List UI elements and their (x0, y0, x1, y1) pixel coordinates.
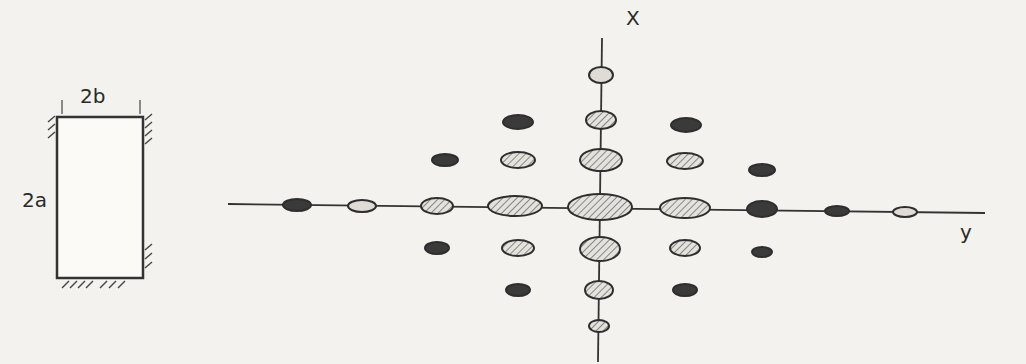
diffraction-spot (660, 198, 710, 218)
hatch-stroke (145, 262, 152, 268)
aperture-rect (57, 117, 143, 278)
diffraction-spot (488, 196, 542, 216)
diffraction-spot (283, 199, 311, 211)
diffraction-spot (580, 237, 620, 261)
hatch-stroke (145, 114, 152, 120)
diffraction-spot (506, 284, 530, 296)
hatch-stroke (145, 244, 152, 250)
hatch-stroke (62, 281, 69, 288)
diffraction-spot (747, 201, 777, 217)
diffraction-spots (283, 67, 917, 332)
diffraction-spot (432, 154, 458, 166)
hatch-stroke (48, 124, 55, 130)
aperture-hatching (48, 114, 152, 288)
hatch-stroke (70, 281, 77, 288)
hatch-stroke (145, 253, 152, 259)
diffraction-spot (501, 152, 535, 168)
diffraction-spot (893, 207, 917, 217)
diffraction-spot (568, 194, 632, 220)
diffraction-spot (825, 206, 849, 216)
diffraction-spot (589, 67, 613, 83)
hatch-stroke (48, 132, 55, 138)
diffraction-spot (671, 118, 701, 132)
diffraction-spot (502, 240, 534, 256)
diffraction-spot (580, 149, 622, 171)
aperture (48, 100, 152, 288)
dimension-label: 2b (80, 86, 105, 106)
diffraction-spot (421, 198, 453, 214)
axis-label: X (626, 8, 640, 28)
axis-label: y (960, 222, 972, 242)
hatch-stroke (48, 116, 55, 122)
hatch-stroke (100, 281, 107, 288)
dimension-tick (139, 100, 140, 114)
axes (228, 38, 985, 362)
hatch-stroke (109, 281, 116, 288)
dimension-tick (61, 100, 62, 114)
diffraction-spot (667, 153, 703, 169)
diffraction-spot (589, 320, 609, 332)
hatch-stroke (145, 138, 152, 144)
hatch-stroke (145, 122, 152, 128)
diffraction-spot (586, 111, 616, 129)
diffraction-spot (673, 284, 697, 296)
dimension-label: 2a (22, 190, 47, 210)
diffraction-spot (670, 240, 700, 256)
diffraction-spot (752, 247, 772, 257)
diffraction-spot (585, 281, 613, 299)
diffraction-spot (503, 115, 533, 129)
hatch-stroke (86, 281, 93, 288)
hatch-stroke (145, 130, 152, 136)
diffraction-spot (348, 200, 376, 212)
diffraction-spot (425, 242, 449, 254)
hatch-stroke (78, 281, 85, 288)
hatch-stroke (118, 281, 125, 288)
diffraction-spot (749, 164, 775, 176)
